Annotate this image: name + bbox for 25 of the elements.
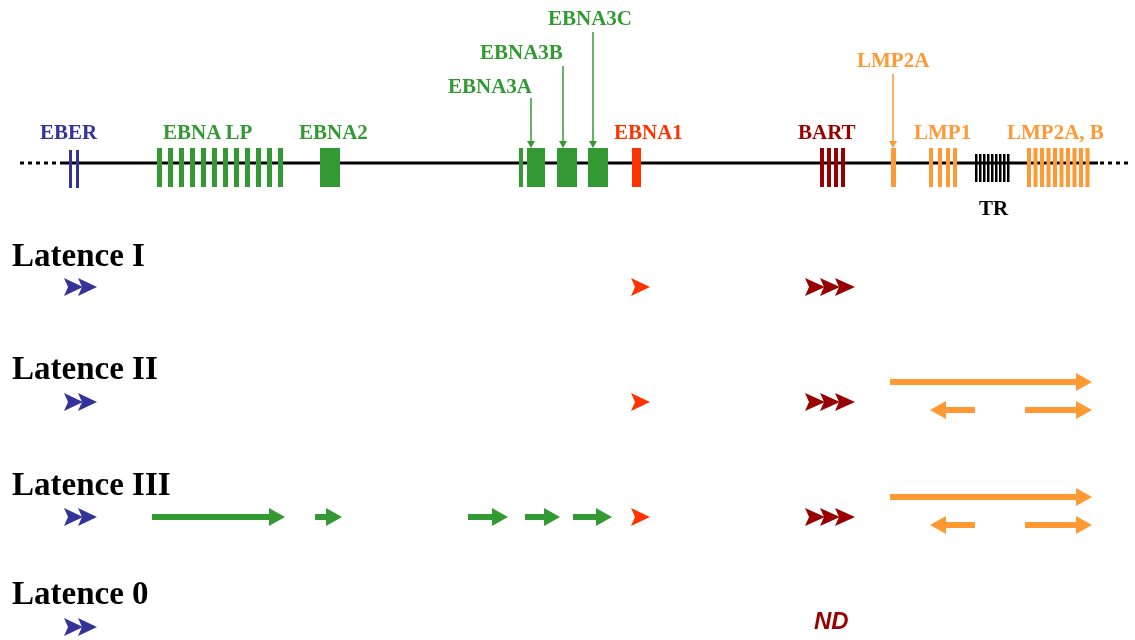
gene-label: TR — [979, 198, 1009, 219]
gene-label: EBNA3B — [480, 42, 563, 63]
leader-line — [527, 97, 535, 148]
gene-label: BART — [798, 122, 856, 143]
leader-line — [589, 31, 597, 148]
gene-label: LMP2A — [857, 50, 930, 71]
row-label: Latence I — [12, 239, 145, 272]
leader-line — [559, 65, 567, 148]
row-label: Latence 0 — [12, 577, 149, 610]
row-label: Latence III — [12, 468, 171, 501]
gene-label: EBER — [40, 122, 98, 143]
gene-label: EBNA2 — [299, 122, 368, 143]
row-label: Latence II — [12, 352, 158, 385]
exon-bar — [527, 148, 545, 187]
gene-label: EBNA1 — [614, 122, 683, 143]
gene-label: EBNA3C — [548, 8, 632, 29]
exon-bar — [588, 148, 608, 187]
gene-label: LMP1 — [914, 122, 972, 143]
note-text: ND — [814, 609, 849, 633]
gene-label: EBNA LP — [163, 122, 253, 143]
exon-bar — [557, 148, 577, 187]
gene-label: LMP2A, B — [1007, 122, 1104, 143]
leader-line — [889, 73, 897, 148]
gene-label: EBNA3A — [448, 76, 532, 97]
exon-bar — [891, 148, 896, 187]
